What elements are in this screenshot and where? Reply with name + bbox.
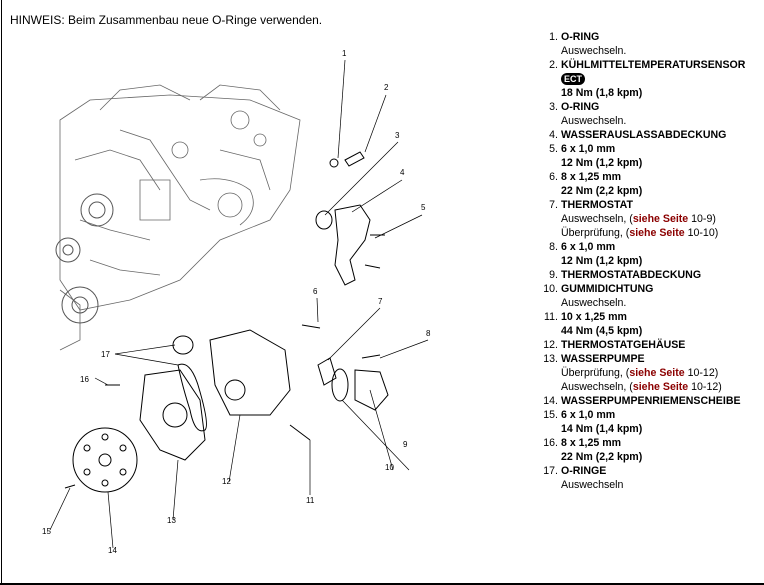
- exploded-diagram: 1 2 3 4 5 6 7 8 9 10 11 12 13 14 15 16 1…: [42, 49, 431, 555]
- callout-3: 3: [395, 131, 400, 140]
- callout-9: 9: [403, 440, 408, 449]
- bolt-11: [289, 424, 311, 441]
- legend-item-13: 13. WASSERPUMPE Überprüfung, (siehe Seit…: [543, 353, 722, 393]
- engine-block-drawing: [59, 84, 301, 351]
- callout-15: 15: [42, 527, 51, 536]
- callout-7: 7: [378, 297, 383, 306]
- callout-4: 4: [400, 168, 405, 177]
- callout-1: 1: [342, 49, 347, 58]
- callout-13: 13: [167, 516, 176, 525]
- callout-10: 10: [385, 463, 394, 472]
- thermostat-cover: [354, 369, 389, 411]
- o-ring-1: [329, 158, 339, 168]
- assembly-note: HINWEIS: Beim Zusammenbau neue O-Ringe v…: [10, 13, 323, 27]
- water-outlet-cover: [334, 204, 371, 286]
- exploded-parts: [64, 151, 389, 493]
- o-ring-3: [315, 210, 333, 230]
- bolt-8: [361, 354, 381, 359]
- legend-item-4: 4. WASSERAUSLASSABDECKUNG: [549, 129, 727, 141]
- thermostat-replace-link[interactable]: siehe Seite: [632, 213, 689, 225]
- water-pump: [139, 369, 206, 461]
- legend-item-12: 12. THERMOSTATGEHÄUSE: [543, 339, 686, 351]
- pump-replace-link[interactable]: siehe Seite: [632, 381, 689, 393]
- bolt-5b: [364, 264, 381, 269]
- coolant-temp-sensor: [344, 151, 365, 167]
- legend-item-2: 2. KÜHLMITTELTEMPERATURSENSOR ECT 18 Nm …: [549, 59, 746, 99]
- legend-item-7: 7. THERMOSTAT Auswechseln, (siehe Seite …: [549, 199, 719, 239]
- callout-11: 11: [306, 496, 315, 505]
- callout-12: 12: [222, 477, 231, 486]
- callout-17: 17: [101, 350, 110, 359]
- ect-badge: ECT: [561, 73, 585, 85]
- thermostat-check-link[interactable]: siehe Seite: [629, 227, 685, 239]
- bolt-15: [64, 484, 76, 489]
- thermostat: [317, 357, 337, 386]
- legend-item-9: 9. THERMOSTATABDECKUNG: [549, 269, 702, 281]
- page-border-left: [1, 0, 2, 585]
- o-ring-17b: [177, 363, 207, 432]
- pump-check-link[interactable]: siehe Seite: [629, 367, 685, 379]
- belt-pulleys: [55, 193, 114, 324]
- o-ring-17a: [172, 335, 194, 355]
- thermostat-housing: [209, 329, 291, 416]
- callout-5: 5: [421, 203, 426, 212]
- rubber-seal: [331, 368, 349, 402]
- callout-16: 16: [80, 375, 89, 384]
- callout-numbers: 1 2 3 4 5 6 7 8 9 10 11 12 13 14 15 16 1…: [42, 49, 431, 555]
- legend-item-14: 14. WASSERPUMPENRIEMENSCHEIBE: [543, 395, 741, 407]
- leader-lines: [49, 59, 429, 549]
- callout-14: 14: [108, 546, 117, 555]
- bolt-6: [301, 324, 321, 329]
- callout-6: 6: [313, 287, 318, 296]
- water-pump-pulley: [72, 427, 138, 493]
- callout-2: 2: [384, 83, 389, 92]
- page-border-bottom: [0, 583, 764, 585]
- callout-8: 8: [426, 329, 431, 338]
